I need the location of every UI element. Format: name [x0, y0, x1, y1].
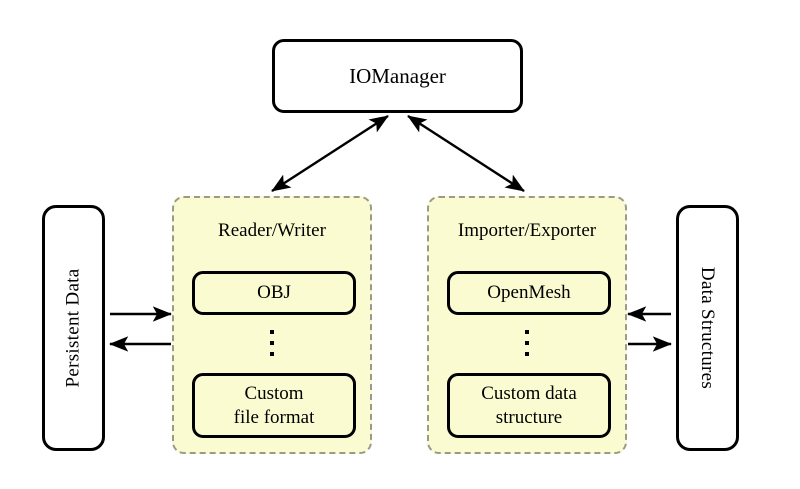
node-custom-data-structure-label: Custom data structure [481, 382, 577, 428]
group-importer-exporter: Importer/Exporter OpenMesh Custom data s… [427, 196, 627, 454]
dot-3 [270, 352, 274, 356]
dot-2 [525, 341, 529, 345]
dot-3 [525, 352, 529, 356]
node-data-structures-label: Data Structures [697, 266, 719, 390]
node-custom-file-format-label: Custom file format [234, 382, 315, 428]
node-openmesh-label: OpenMesh [487, 282, 571, 304]
node-obj: OBJ [192, 271, 356, 315]
arrow-iomanager-importer-exporter [407, 114, 525, 193]
node-persistent-data: Persistent Data [42, 205, 105, 451]
node-custom-file-format-line1: Custom [244, 383, 304, 405]
node-iomanager-label: IOManager [349, 63, 446, 88]
dot-2 [270, 341, 274, 345]
node-custom-file-format: Custom file format [192, 373, 356, 438]
arrow-iomanager-reader-writer [271, 114, 389, 193]
group-reader-writer-title: Reader/Writer [218, 220, 326, 241]
node-custom-file-format-line2: file format [233, 406, 315, 428]
dot-1 [270, 330, 274, 334]
dot-1 [525, 330, 529, 334]
node-data-structures: Data Structures [676, 205, 739, 451]
node-iomanager: IOManager [272, 39, 523, 113]
node-custom-data-structure-line1: Custom data [481, 383, 577, 405]
node-openmesh: OpenMesh [447, 271, 611, 315]
node-custom-data-structure: Custom data structure [447, 373, 611, 438]
node-custom-data-structure-line2: structure [495, 406, 563, 428]
node-obj-label: OBJ [257, 282, 291, 304]
group-reader-writer: Reader/Writer OBJ Custom file format [172, 196, 372, 454]
group-importer-exporter-title: Importer/Exporter [457, 220, 597, 241]
ellipsis-icon-reader-writer [174, 330, 370, 356]
node-persistent-data-label: Persistent Data [62, 268, 84, 388]
ellipsis-icon-importer-exporter [429, 330, 625, 356]
